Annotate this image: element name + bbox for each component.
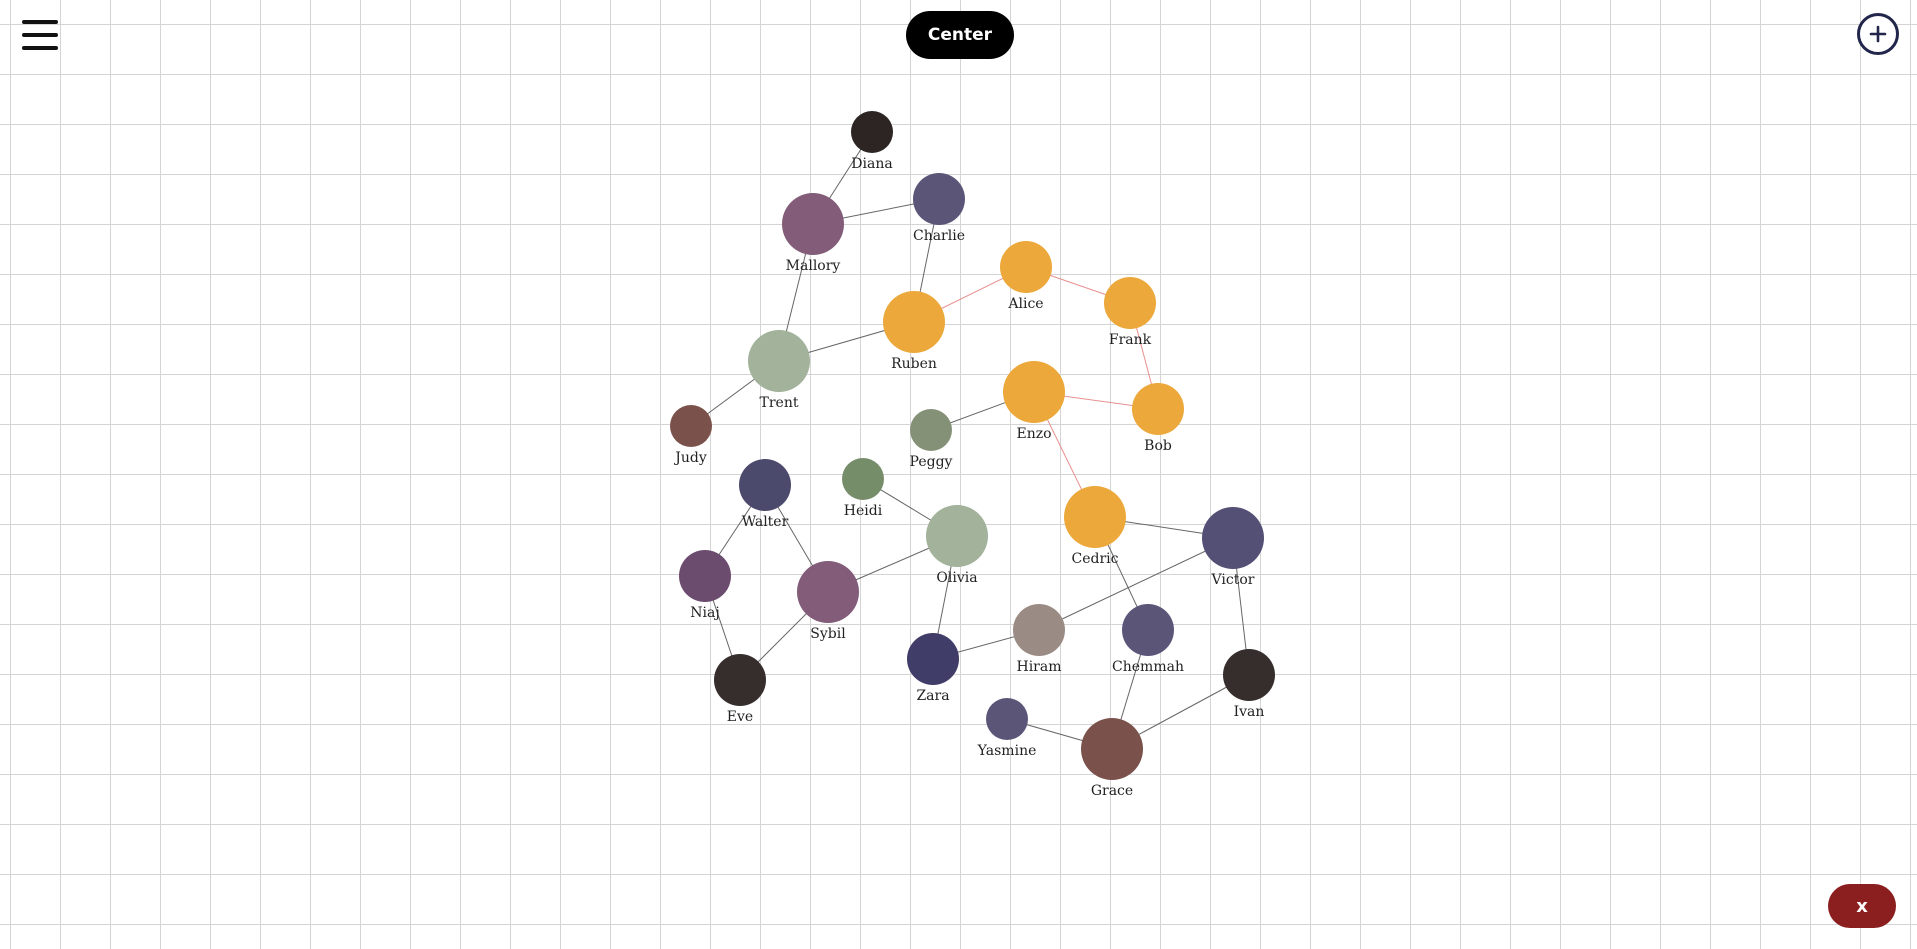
- node-judy[interactable]: Judy: [670, 405, 712, 466]
- node-circle-enzo[interactable]: [1003, 361, 1065, 423]
- node-cedric[interactable]: Cedric: [1064, 486, 1126, 567]
- node-niaj[interactable]: Niaj: [679, 550, 731, 621]
- node-circle-alice[interactable]: [1000, 241, 1052, 293]
- node-ruben[interactable]: Ruben: [883, 291, 945, 372]
- node-circle-eve[interactable]: [714, 654, 766, 706]
- node-sybil[interactable]: Sybil: [797, 561, 859, 642]
- node-label-peggy: Peggy: [910, 454, 953, 470]
- node-label-ivan: Ivan: [1234, 704, 1265, 720]
- node-mallory[interactable]: Mallory: [782, 193, 844, 274]
- node-chemmah[interactable]: Chemmah: [1112, 604, 1184, 675]
- node-grace[interactable]: Grace: [1081, 718, 1143, 799]
- node-enzo[interactable]: Enzo: [1003, 361, 1065, 442]
- node-circle-diana[interactable]: [851, 111, 893, 153]
- menu-bar-middle: [22, 33, 58, 37]
- node-label-heidi: Heidi: [844, 503, 883, 519]
- node-label-niaj: Niaj: [690, 605, 719, 621]
- node-label-yasmine: Yasmine: [977, 743, 1037, 759]
- node-ivan[interactable]: Ivan: [1223, 649, 1275, 720]
- node-walter[interactable]: Walter: [739, 459, 791, 530]
- node-label-trent: Trent: [760, 395, 799, 411]
- node-circle-sybil[interactable]: [797, 561, 859, 623]
- node-circle-frank[interactable]: [1104, 277, 1156, 329]
- node-label-zara: Zara: [916, 688, 949, 704]
- node-diana[interactable]: Diana: [851, 111, 893, 172]
- center-button-label: Center: [927, 25, 993, 45]
- node-circle-cedric[interactable]: [1064, 486, 1126, 548]
- node-circle-bob[interactable]: [1132, 383, 1184, 435]
- node-olivia[interactable]: Olivia: [926, 505, 988, 586]
- hamburger-menu-icon[interactable]: [20, 18, 60, 52]
- node-circle-peggy[interactable]: [910, 409, 952, 451]
- node-label-enzo: Enzo: [1016, 426, 1051, 442]
- node-alice[interactable]: Alice: [1000, 241, 1052, 312]
- node-circle-heidi[interactable]: [842, 458, 884, 500]
- node-label-judy: Judy: [673, 450, 707, 466]
- plus-circle-icon: [1869, 25, 1887, 43]
- node-circle-trent[interactable]: [748, 330, 810, 392]
- node-peggy[interactable]: Peggy: [910, 409, 953, 470]
- node-hiram[interactable]: Hiram: [1013, 604, 1065, 675]
- node-label-frank: Frank: [1109, 332, 1152, 348]
- node-label-victor: Victor: [1211, 572, 1255, 588]
- node-label-eve: Eve: [727, 709, 753, 725]
- node-circle-charlie[interactable]: [913, 173, 965, 225]
- node-circle-ruben[interactable]: [883, 291, 945, 353]
- node-label-grace: Grace: [1091, 783, 1133, 799]
- node-label-chemmah: Chemmah: [1112, 659, 1184, 675]
- node-circle-hiram[interactable]: [1013, 604, 1065, 656]
- node-frank[interactable]: Frank: [1104, 277, 1156, 348]
- node-label-cedric: Cedric: [1072, 551, 1119, 567]
- menu-bar-bottom: [22, 46, 58, 50]
- node-label-olivia: Olivia: [936, 570, 977, 586]
- node-label-sybil: Sybil: [810, 626, 846, 642]
- node-label-mallory: Mallory: [786, 258, 841, 274]
- node-circle-zara[interactable]: [907, 633, 959, 685]
- node-circle-walter[interactable]: [739, 459, 791, 511]
- menu-bar-top: [22, 20, 58, 24]
- node-circle-grace[interactable]: [1081, 718, 1143, 780]
- node-label-charlie: Charlie: [913, 228, 965, 244]
- node-circle-ivan[interactable]: [1223, 649, 1275, 701]
- node-bob[interactable]: Bob: [1132, 383, 1184, 454]
- node-victor[interactable]: Victor: [1202, 507, 1264, 588]
- node-circle-chemmah[interactable]: [1122, 604, 1174, 656]
- node-trent[interactable]: Trent: [748, 330, 810, 411]
- close-button[interactable]: x: [1828, 884, 1896, 928]
- node-circle-victor[interactable]: [1202, 507, 1264, 569]
- add-node-button[interactable]: [1857, 13, 1899, 55]
- node-label-alice: Alice: [1007, 296, 1043, 312]
- edge-hiram-victor: [1038, 537, 1234, 631]
- node-heidi[interactable]: Heidi: [842, 458, 884, 519]
- node-circle-judy[interactable]: [670, 405, 712, 447]
- node-charlie[interactable]: Charlie: [913, 173, 965, 244]
- node-zara[interactable]: Zara: [907, 633, 959, 704]
- node-label-diana: Diana: [851, 156, 892, 172]
- center-button[interactable]: Center: [906, 11, 1014, 59]
- node-label-ruben: Ruben: [891, 356, 937, 372]
- node-circle-olivia[interactable]: [926, 505, 988, 567]
- node-eve[interactable]: Eve: [714, 654, 766, 725]
- node-circle-mallory[interactable]: [782, 193, 844, 255]
- close-button-label: x: [1856, 895, 1868, 917]
- node-circle-yasmine[interactable]: [986, 698, 1028, 740]
- node-label-walter: Walter: [742, 514, 789, 530]
- node-circle-niaj[interactable]: [679, 550, 731, 602]
- node-label-bob: Bob: [1144, 438, 1172, 454]
- node-label-hiram: Hiram: [1016, 659, 1061, 675]
- node-yasmine[interactable]: Yasmine: [977, 698, 1037, 759]
